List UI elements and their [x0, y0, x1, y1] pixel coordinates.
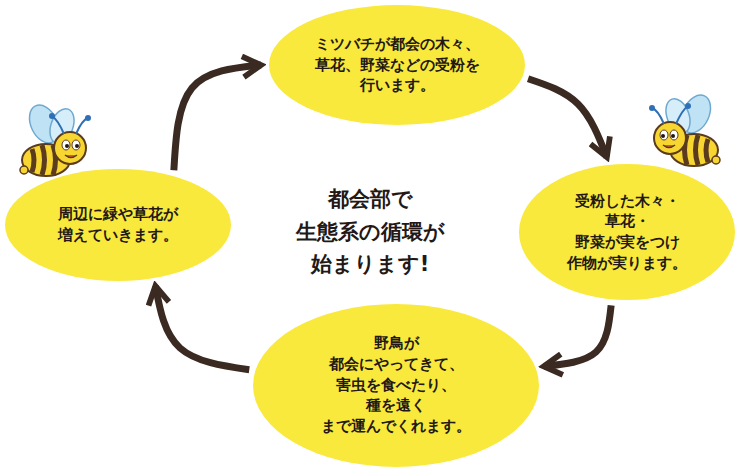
- cycle-arrow: [174, 65, 261, 170]
- step-text: 受粉した木々・草花・ 野菜が実をつけ 作物が実ります。: [567, 191, 687, 274]
- cycle-ellipse: 野鳥が 都会にやってきて、 害虫を食べたり、種を遠く まで運んでくれます。: [253, 304, 539, 467]
- step-text: 野鳥が 都会にやってきて、 害虫を食べたり、種を遠く まで運んでくれます。: [321, 333, 471, 436]
- cycle-ellipse: 受粉した木々・草花・ 野菜が実をつけ 作物が実ります。: [519, 164, 735, 300]
- cycle-arrow: [155, 286, 249, 370]
- center-heading: 都会部で 生態系の循環が 始まります!: [296, 183, 445, 281]
- ellipse-outline: [519, 164, 735, 300]
- cycle-ellipse: ミツバチが都会の木々、 草花、野菜などの受粉を 行います。: [269, 5, 525, 125]
- cycle-ellipse: 周辺に緑や草花が 増えていきます。: [5, 169, 231, 281]
- step-text: 周辺に緑や草花が 増えていきます。: [58, 204, 178, 245]
- step-text: ミツバチが都会の木々、 草花、野菜などの受粉を 行います。: [315, 34, 480, 96]
- bee: [649, 90, 720, 166]
- bee: [20, 100, 91, 176]
- ellipse-outline: [5, 169, 231, 281]
- cycle-arrow: [544, 305, 611, 366]
- cycle-arrow: [528, 79, 607, 157]
